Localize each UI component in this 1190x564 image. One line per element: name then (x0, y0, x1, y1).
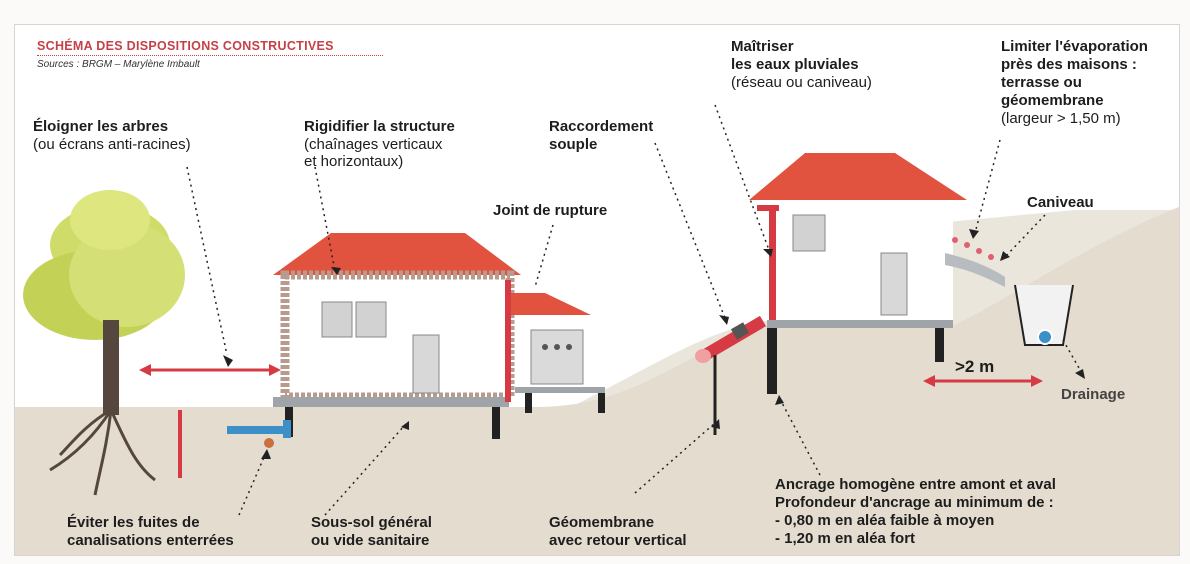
label-soussol-2: ou vide sanitaire (311, 532, 430, 549)
title-underline (37, 55, 383, 56)
house-2 (695, 153, 967, 435)
label-eloigner-title: Éloigner les arbres (33, 118, 169, 135)
label-raccordement-1: Raccordement (549, 118, 654, 135)
leader-lines (186, 104, 1084, 516)
label-rigidifier-title: Rigidifier la structure (304, 118, 455, 135)
diagram-canvas (15, 104, 1179, 555)
label-limiter-1: Limiter l'évaporation (1001, 38, 1148, 55)
label-soussol-1: Sous-sol général (311, 514, 432, 531)
label-maitriser-sub: (réseau ou caniveau) (731, 74, 872, 91)
label-distance: >2 m (955, 357, 995, 376)
root-barrier (178, 410, 182, 478)
label-raccordement-2: souple (549, 136, 598, 153)
label-ancrage-3: - 0,80 m en aléa faible à moyen (775, 512, 995, 529)
label-limiter-sub: (largeur > 1,50 m) (1001, 110, 1121, 127)
label-maitriser-2: les eaux pluviales (731, 56, 859, 73)
label-geomembrane-1: Géomembrane (549, 514, 655, 531)
label-ancrage-2: Profondeur d'ancrage au minimum de : (775, 494, 1054, 511)
diagram-frame: SCHÉMA DES DISPOSITIONS CONSTRUCTIVES So… (14, 24, 1180, 556)
terrace-caniveau (945, 237, 1074, 346)
label-limiter-4: géomembrane (1001, 92, 1104, 109)
sources-note: Sources : BRGM – Marylène Imbault (37, 59, 200, 70)
diagram-title: SCHÉMA DES DISPOSITIONS CONSTRUCTIVES (37, 39, 334, 53)
label-limiter-2: près des maisons : (1001, 56, 1137, 73)
tree (23, 190, 185, 496)
label-rigidifier-sub1: (chaînages verticaux (304, 136, 443, 153)
label-ancrage-1: Ancrage homogène entre amont et aval (775, 476, 1056, 493)
label-fuites-2: canalisations enterrées (67, 532, 234, 549)
label-maitriser-1: Maîtriser (731, 38, 794, 55)
label-joint: Joint de rupture (493, 202, 608, 219)
garage (511, 293, 605, 413)
label-fuites-1: Éviter les fuites de (67, 514, 200, 531)
label-geomembrane-2: avec retour vertical (549, 532, 687, 549)
label-ancrage-4: - 1,20 m en aléa fort (775, 530, 916, 547)
label-limiter-3: terrasse ou (1001, 74, 1082, 91)
house-1 (227, 233, 521, 448)
ground (15, 207, 1179, 555)
label-drainage: Drainage (1061, 386, 1126, 403)
label-caniveau: Caniveau (1027, 194, 1094, 211)
label-eloigner-sub: (ou écrans anti-racines) (33, 136, 191, 153)
label-rigidifier-sub2: et horizontaux) (304, 153, 404, 170)
